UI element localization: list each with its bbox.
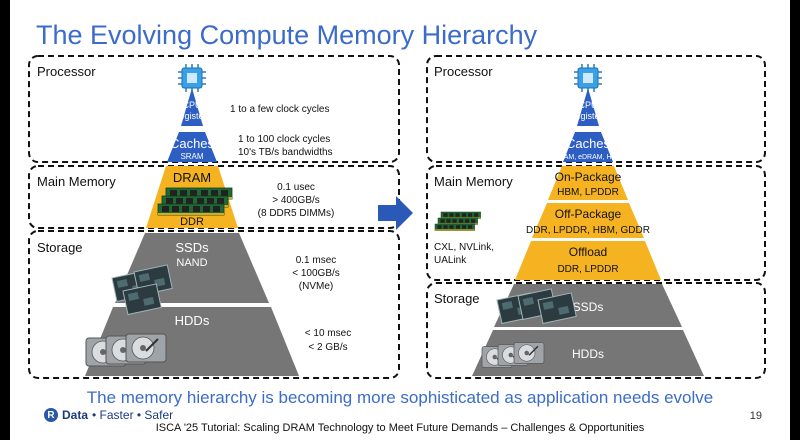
left-note-dram-3: (8 DDR5 DIMMs) xyxy=(258,208,335,219)
right-storage-region xyxy=(426,282,766,379)
right-ssd-line1: SSDs xyxy=(573,300,604,314)
left-ssd-line1: SSDs xyxy=(175,240,209,255)
left-note-hdd-2: < 2 GB/s xyxy=(308,342,347,353)
left-storage-region xyxy=(28,230,400,379)
slide: The Evolving Compute Memory Hierarchy xyxy=(10,0,790,440)
left-ssd-line2: NAND xyxy=(176,257,207,269)
dimm-stack-icon xyxy=(157,187,233,216)
logo-mark-icon: R xyxy=(44,408,58,422)
slide-title: The Evolving Compute Memory Hierarchy xyxy=(36,20,538,50)
left-dram-line1: DRAM xyxy=(173,170,211,185)
hdd-stack-icon xyxy=(85,333,167,367)
left-caches-line1: Caches xyxy=(170,136,215,151)
right-tier-caches xyxy=(563,132,613,162)
right-offload-line1: Offload xyxy=(569,245,607,259)
left-note-hdd-1: < 10 msec xyxy=(305,328,351,339)
right-hdd-line1: HDDs xyxy=(572,347,604,361)
left-note-cpu: 1 to a few clock cycles xyxy=(230,104,329,115)
right-caches-line2: SRAM, eDRAM, HBM xyxy=(554,154,622,161)
right-note-cxl-2: UALink xyxy=(434,255,467,266)
right-tier-offload xyxy=(515,241,661,280)
right-tier-onpkg xyxy=(548,166,628,200)
left-note-caches-2: 10's TB/s bandwidths xyxy=(238,147,333,158)
slide-footer: ISCA '25 Tutorial: Scaling DRAM Technolo… xyxy=(155,422,645,434)
company-logo: R Data • Faster • Safer xyxy=(44,408,173,422)
left-note-dram-1: 0.1 usec xyxy=(277,182,315,193)
cpu-chip-icon xyxy=(573,63,603,93)
right-onpkg-line2: HBM, LPDDR xyxy=(557,187,619,198)
left-note-dram-2: > 400GB/s xyxy=(272,195,320,206)
slide-subtitle: The memory hierarchy is becoming more so… xyxy=(86,388,714,407)
right-processor-region xyxy=(426,55,766,163)
right-tier-offpkg xyxy=(532,203,644,238)
right-caches-line1: Caches xyxy=(566,136,611,151)
left-note-ssd-1: 0.1 msec xyxy=(296,255,337,266)
right-processor-label: Processor xyxy=(434,64,493,79)
right-storage-label: Storage xyxy=(434,291,480,306)
left-note-ssd-3: (NVMe) xyxy=(299,281,333,292)
right-note-cxl-1: CXL, NVLink, xyxy=(434,242,494,253)
right-cpu-line2: Registers xyxy=(569,111,608,121)
cpu-chip-icon xyxy=(177,63,207,93)
left-storage-label: Storage xyxy=(37,240,83,255)
left-hierarchy: Processor Main Memory Storage CPU Regist… xyxy=(28,55,400,379)
left-dram-line2: DDR xyxy=(180,216,204,228)
left-cpu-line1: CPU xyxy=(182,100,201,110)
left-note-caches-1: 1 to 100 clock cycles xyxy=(238,134,330,145)
hdd-stack-icon xyxy=(481,341,545,369)
left-note-ssd-2: < 100GB/s xyxy=(292,268,340,279)
right-offpkg-line2: DDR, LPDDR, HBM, GDDR xyxy=(526,225,650,236)
left-hdd-line1: HDDs xyxy=(175,313,210,328)
dimm-stack-icon xyxy=(434,211,481,231)
right-tier-cpu xyxy=(577,88,599,126)
left-main-memory-label: Main Memory xyxy=(37,174,116,189)
right-onpkg-line1: On-Package xyxy=(555,170,622,184)
hierarchy-diagram: Processor Main Memory Storage CPU Regist… xyxy=(28,55,766,379)
right-offload-line2: DDR, LPDDR xyxy=(557,264,618,275)
right-arrow-icon xyxy=(378,196,413,230)
page-number: 19 xyxy=(749,410,762,422)
left-cpu-line2: Registers xyxy=(173,111,212,121)
left-tier-caches xyxy=(167,132,217,162)
right-hierarchy: Processor Main Memory Storage CPU Regist… xyxy=(426,55,766,379)
logo-tagline: • Faster • Safer xyxy=(92,408,174,422)
right-offpkg-line1: Off-Package xyxy=(555,207,622,221)
right-main-memory-label: Main Memory xyxy=(434,174,513,189)
left-processor-label: Processor xyxy=(37,64,96,79)
right-cpu-line1: CPU xyxy=(578,100,597,110)
logo-brand: Data xyxy=(62,408,89,422)
right-tier-hdd xyxy=(472,330,704,376)
left-tier-cpu xyxy=(181,88,203,126)
left-caches-line2: SRAM xyxy=(180,152,203,161)
